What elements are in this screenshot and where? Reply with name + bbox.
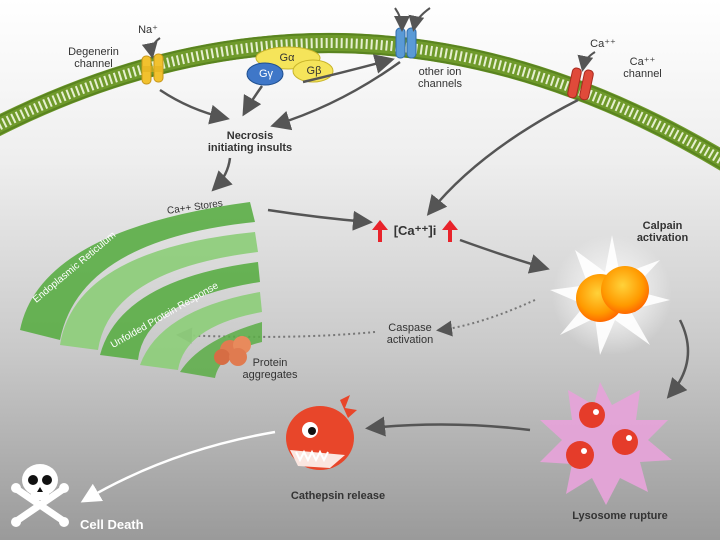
calpain-activation-label: Calpain activation [636, 220, 689, 244]
calpain-activation-icon [550, 235, 672, 355]
protein-aggregates-label: Protein aggregates [242, 357, 298, 381]
cell-membrane [0, 33, 720, 171]
necrosis-arrows [159, 54, 690, 437]
degenerin-channel-label: Degenerin channel [68, 46, 119, 70]
lysosome-rupture-label: Lysosome rupture [572, 510, 668, 522]
other-ion-channels-label: other ion channels [417, 66, 463, 90]
caspase-activation-label: Caspase activation [386, 322, 434, 346]
caspase-dotted-arrows [176, 299, 536, 344]
g-beta-label: Gβ [306, 65, 322, 77]
g-protein-complex-icon [246, 46, 334, 86]
necrosis-insults-label: Necrosis initiating insults [207, 130, 293, 154]
lysosome-rupture-icon [540, 382, 672, 505]
protein-aggregates-icon [214, 336, 251, 366]
g-gamma-label: Gγ [258, 68, 274, 80]
g-alpha-label: Gα [279, 52, 295, 64]
calcium-channel-label: Ca⁺⁺ channel [623, 56, 662, 80]
intracellular-calcium-label: [Ca⁺⁺]i [393, 223, 437, 238]
cathepsin-release-label: Cathepsin release [290, 490, 386, 502]
cell-death-arrow [80, 430, 276, 503]
degenerin-channel-icon [141, 53, 164, 85]
other-ion-channel-icon [395, 27, 417, 59]
ion-entry-arrows [141, 7, 596, 72]
sodium-label: Na⁺ [138, 24, 158, 36]
calcium-out-label: Ca⁺⁺ [590, 38, 616, 50]
cell-death-label: Cell Death [80, 517, 144, 532]
calcium-increase-arrows [372, 220, 458, 242]
skull-crossbones-icon [11, 464, 69, 527]
endoplasmic-reticulum-icon [20, 202, 262, 378]
cathepsin-release-icon [286, 395, 357, 470]
